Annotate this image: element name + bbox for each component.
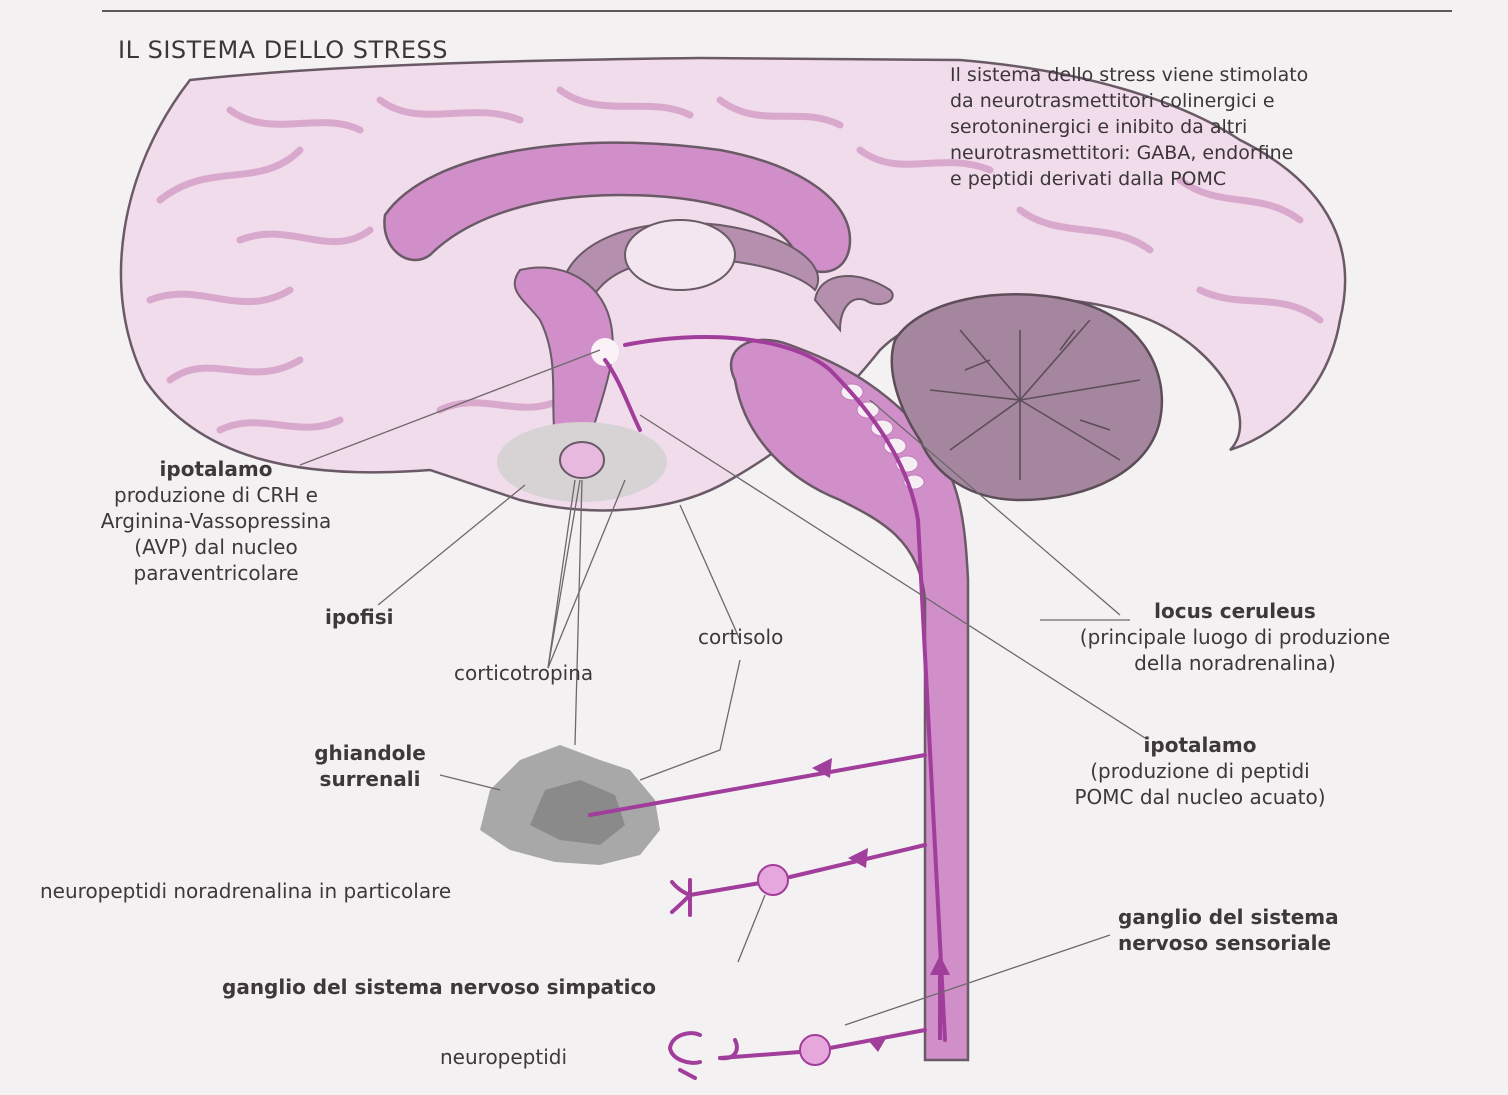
label-neuropeptidi-noradrenalina: neuropeptidi noradrenalina in particolar… — [40, 878, 451, 904]
label-corticotropina: corticotropina — [454, 660, 593, 686]
intro-line: e peptidi derivati dalla POMC — [950, 166, 1308, 192]
label-desc-line: (principale luogo di produzione — [985, 624, 1485, 650]
label-line: nervoso sensoriale — [1118, 930, 1339, 956]
label-desc-line: della noradrenalina) — [985, 650, 1485, 676]
fiber-arrow-heads — [812, 758, 888, 1052]
label-ganglio-simpatico: ganglio del sistema nervoso simpatico — [222, 974, 656, 1000]
thalamus — [625, 220, 735, 290]
label-name: ipotalamo — [1000, 732, 1400, 758]
label-desc-line: POMC dal nucleo acuato) — [1000, 784, 1400, 810]
label-ghiandole-surrenali: ghiandole surrenali — [290, 740, 450, 792]
sensory-ganglion — [800, 1035, 830, 1065]
label-desc-line: produzione di CRH e — [36, 482, 396, 508]
label-desc-line: (produzione di peptidi — [1000, 758, 1400, 784]
label-locus-ceruleus: locus ceruleus (principale luogo di prod… — [985, 598, 1485, 676]
nerve-terminals — [670, 882, 737, 1078]
intro-text: Il sistema dello stress viene stimolato … — [950, 62, 1308, 192]
intro-line: neurotrasmettitori: GABA, endorfine — [950, 140, 1308, 166]
label-name: locus ceruleus — [985, 598, 1485, 624]
label-desc-line: (AVP) dal nucleo — [36, 534, 396, 560]
intro-line: serotoninergici e inibito da altri — [950, 114, 1308, 140]
label-ipofisi: ipofisi — [325, 604, 394, 630]
pituitary-gland — [560, 442, 604, 478]
label-line: ghiandole — [290, 740, 450, 766]
sympathetic-ganglion — [758, 865, 788, 895]
label-line: ganglio del sistema — [1118, 904, 1339, 930]
label-ganglio-sensoriale: ganglio del sistema nervoso sensoriale — [1118, 904, 1339, 956]
label-ipotalamo-pomc: ipotalamo (produzione di peptidi POMC da… — [1000, 732, 1400, 810]
label-ipotalamo-crh: ipotalamo produzione di CRH e Arginina-V… — [36, 456, 396, 586]
label-desc-line: paraventricolare — [36, 560, 396, 586]
label-desc-line: Arginina-Vassopressina — [36, 508, 396, 534]
intro-line: Il sistema dello stress viene stimolato — [950, 62, 1308, 88]
label-name: ipotalamo — [36, 456, 396, 482]
label-line: surrenali — [290, 766, 450, 792]
intro-line: da neurotrasmettitori colinergici e — [950, 88, 1308, 114]
label-cortisolo: cortisolo — [698, 624, 783, 650]
label-neuropeptidi: neuropeptidi — [440, 1044, 567, 1070]
